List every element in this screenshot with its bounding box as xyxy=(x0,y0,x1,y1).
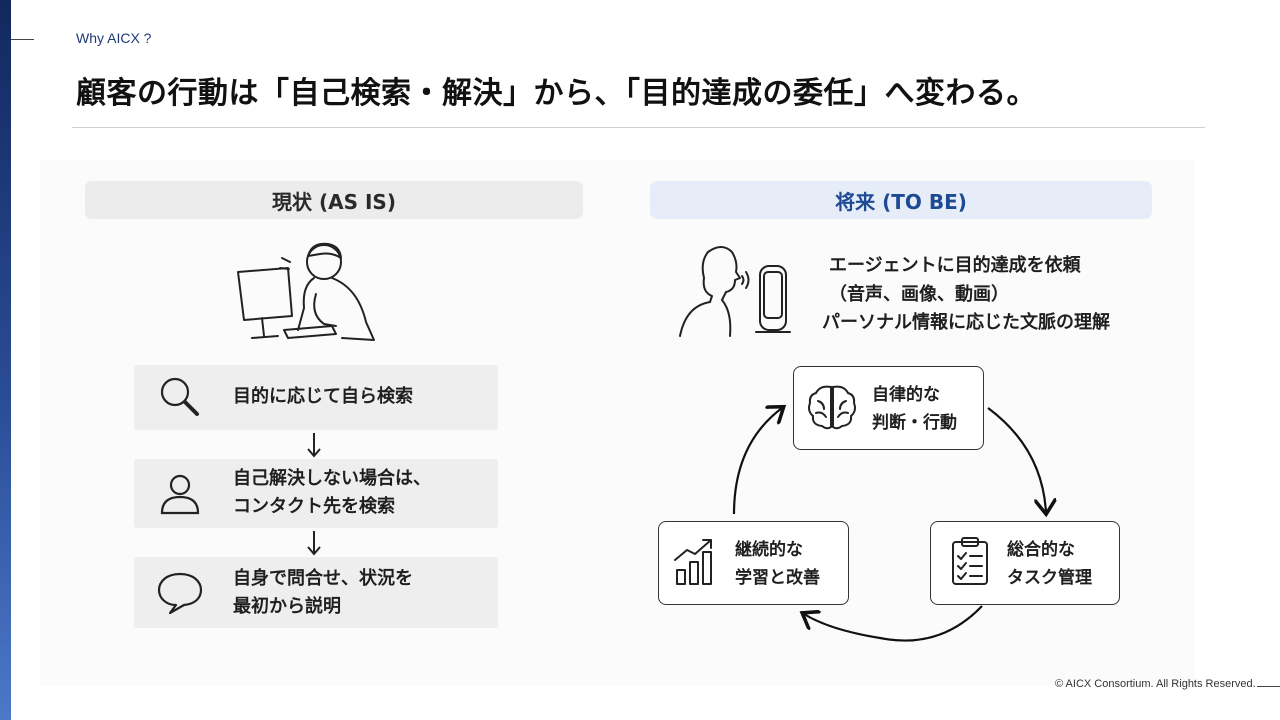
as-is-step-label: 目的に応じて自ら検索 xyxy=(233,386,413,407)
cycle-node-label: 自律的な xyxy=(872,385,940,405)
as-is-step-contact: 自己解決しない場合は、 コンタクト先を検索 xyxy=(134,459,498,528)
as-is-step-inquiry: 自身で問合せ、状況を 最初から説明 xyxy=(134,557,498,628)
person-at-computer-illustration xyxy=(237,242,375,341)
as-is-step-label: コンタクト先を検索 xyxy=(233,496,395,517)
as-is-header: 現状 (AS IS) xyxy=(85,181,583,219)
copyright-notice: © AICX Consortium. All Rights Reserved. xyxy=(1055,678,1256,690)
person-speaking-to-device-illustration xyxy=(679,246,791,337)
as-is-step-label: 自己解決しない場合は、 xyxy=(233,468,431,489)
as-is-step-label: 最初から説明 xyxy=(233,596,341,617)
brain-icon xyxy=(808,385,856,430)
sidebar-accent-bar xyxy=(0,0,11,720)
as-is-step-search: 目的に応じて自ら検索 xyxy=(134,365,498,430)
request-line: エージェントに目的達成を依頼 xyxy=(829,255,1081,276)
cycle-node-learning: 継続的な 学習と改善 xyxy=(658,521,849,605)
cycle-node-task-management: 総合的な タスク管理 xyxy=(930,521,1120,605)
cycle-node-label: タスク管理 xyxy=(1007,568,1092,588)
cycle-arrows xyxy=(732,360,1170,642)
footer-tick-line xyxy=(1257,686,1280,687)
request-line: パーソナル情報に応じた文脈の理解 xyxy=(822,312,1110,333)
down-arrow-icon xyxy=(307,531,321,556)
clipboard-checklist-icon xyxy=(952,537,988,585)
title-divider xyxy=(72,127,1205,128)
section-kicker: Why AICX ? xyxy=(76,30,152,46)
cycle-node-label: 継続的な xyxy=(735,540,803,560)
speech-bubble-icon xyxy=(157,572,203,615)
magnifier-icon xyxy=(160,377,199,416)
to-be-request-description: エージェントに目的達成を依頼 （音声、画像、動画） パーソナル情報に応じた文脈の… xyxy=(822,252,1110,338)
to-be-header: 将来 (TO BE) xyxy=(650,181,1152,219)
down-arrow-icon xyxy=(307,433,321,458)
cycle-node-label: 判断・行動 xyxy=(872,413,957,433)
cycle-node-autonomous: 自律的な 判断・行動 xyxy=(793,366,984,450)
page-title: 顧客の行動は「自己検索・解決」から、「目的達成の委任」へ変わる。 xyxy=(76,76,1037,111)
cycle-node-label: 総合的な xyxy=(1007,540,1075,560)
request-line: （音声、画像、動画） xyxy=(829,283,1009,305)
header-tick-line xyxy=(11,39,34,40)
person-icon xyxy=(160,474,200,515)
cycle-node-label: 学習と改善 xyxy=(735,568,820,588)
as-is-step-label: 自身で問合せ、状況を xyxy=(233,568,413,589)
growth-chart-icon xyxy=(674,539,712,585)
